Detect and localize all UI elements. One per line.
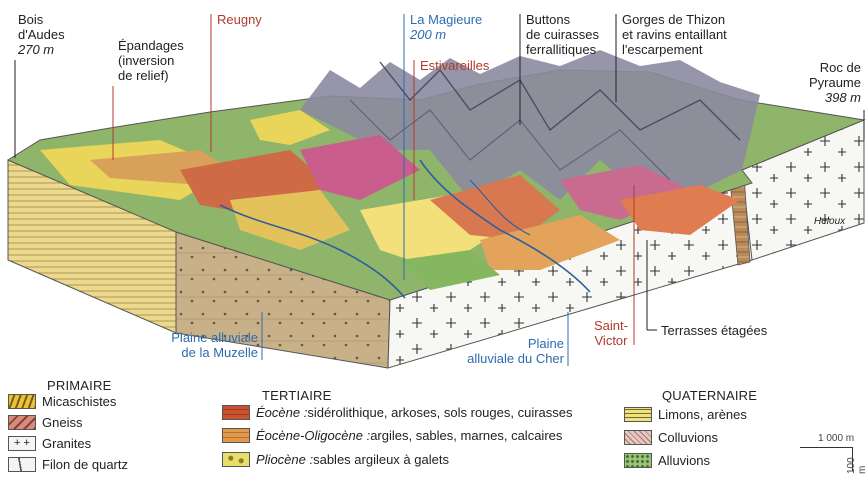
label-la-magieure: La Magieure 200 m [410,12,482,42]
legend-gneiss: Gneiss [8,413,82,431]
legend-quaternaire-title: QUATERNAIRE [662,388,757,403]
legend-tertiaire-title: TERTIAIRE [262,388,331,403]
label-roc-de-pyraume: Roc de Pyraume 398 m [809,60,861,105]
legend-pliocene: Pliocène :sables argileux à galets [222,450,449,468]
pliocene-swatch [222,452,250,467]
legend-primaire-title: PRIMAIRE [47,378,111,393]
scale-bar [800,447,852,448]
colluvions-swatch [624,430,652,445]
eocene-swatch [222,405,250,420]
label-epandages: Épandages (inversion de relief) [118,38,184,83]
micaschist-pattern-icon [8,394,36,409]
label-buttons: Buttons de cuirasses ferrallitiques [526,12,599,57]
legend-micaschistes: Micaschistes [8,392,116,410]
alluvions-swatch [624,453,652,468]
label-gorges: Gorges de Thizon et ravins entaillant l'… [622,12,727,57]
label-saint-victor: Saint- Victor [590,318,632,348]
label-terrasses-etagees: Terrasses étagées [661,323,767,338]
limons-swatch [624,407,652,422]
legend-limons: Limons, arènes [624,405,747,423]
legend-eocene: Éocène :sidérolithique, arkoses, sols ro… [222,403,573,421]
quartz-vein-pattern-icon [8,457,36,472]
legend-colluvions: Colluvions [624,428,718,446]
legend-alluvions: Alluvions [624,451,710,469]
legend-granites: + + Granites [8,434,91,452]
label-plaine-cher: Plaine alluviale du Cher [450,336,564,366]
label-estivareilles: Estivareilles [420,58,489,73]
scale-vertical-label: 100 m [846,453,867,474]
legend-filon-quartz: Filon de quartz [8,455,128,473]
label-bois-daudes: Bois d'Audes 270 m [18,12,65,57]
label-reugny: Reugny [217,12,262,27]
eocene-oligocene-swatch [222,428,250,443]
scale-horizontal-label: 1 000 m [818,433,854,444]
granite-cross-pattern-icon: + + [8,436,36,451]
gneiss-pattern-icon [8,415,36,430]
label-plaine-muzelle: Plaine alluviale de la Muzelle [140,330,258,360]
legend-eocene-oligocene: Éocène-Oligocène :argiles, sables, marne… [222,426,562,444]
signature: Heloux [814,214,845,229]
